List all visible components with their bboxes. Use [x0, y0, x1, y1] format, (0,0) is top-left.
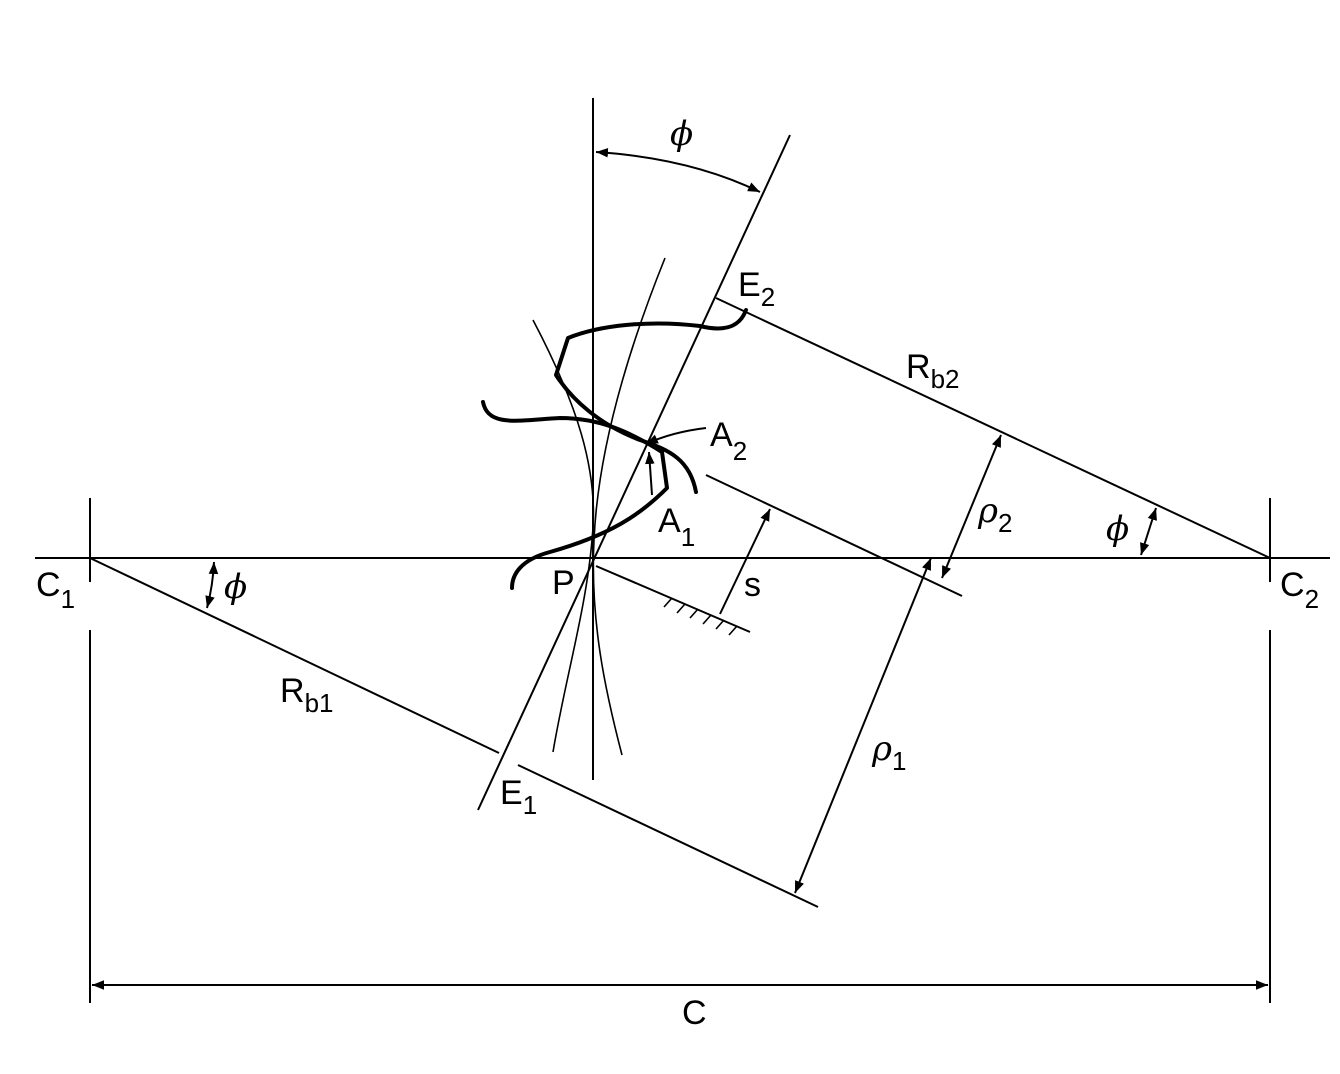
c2-label: C2 — [1280, 566, 1319, 614]
s-label: s — [744, 566, 761, 604]
s-reference-line — [595, 565, 751, 633]
rho2-dimension — [941, 434, 1002, 579]
phi-angle-arc-left — [205, 561, 219, 609]
phi-label-right: ϕ — [1106, 509, 1129, 549]
gear2-tooth-profile — [554, 308, 748, 494]
rho1-reference-line — [517, 764, 819, 908]
phi-label-top: ϕ — [670, 114, 693, 154]
a1-leader-arrow — [645, 451, 655, 496]
rb2-label: Rb2 — [906, 348, 959, 394]
c1-label: C1 — [36, 566, 75, 614]
e1-label: E1 — [500, 774, 537, 820]
phi-angle-arc-top — [595, 147, 761, 193]
base-radius-2 — [715, 297, 1271, 559]
a2-leader-arrow — [645, 427, 707, 445]
base-radius-1 — [89, 557, 500, 754]
phi-angle-arc-right — [1140, 507, 1157, 556]
rho1-dimension — [794, 557, 932, 894]
a2-label: A2 — [710, 416, 747, 466]
rho2-label: ρ2 — [977, 491, 1012, 538]
e2-label: E2 — [738, 266, 775, 312]
gear1-tooth-profile — [481, 400, 669, 590]
s-dimension — [719, 508, 771, 615]
ground-hatch — [663, 597, 738, 636]
p-label: P — [552, 564, 575, 602]
rb1-label: Rb1 — [280, 672, 333, 718]
center-distance-label: C — [682, 994, 707, 1032]
rho1-label: ρ1 — [871, 729, 906, 776]
line-of-action — [477, 134, 791, 811]
phi-label-left: ϕ — [224, 567, 247, 607]
a1-label: A1 — [658, 502, 695, 552]
